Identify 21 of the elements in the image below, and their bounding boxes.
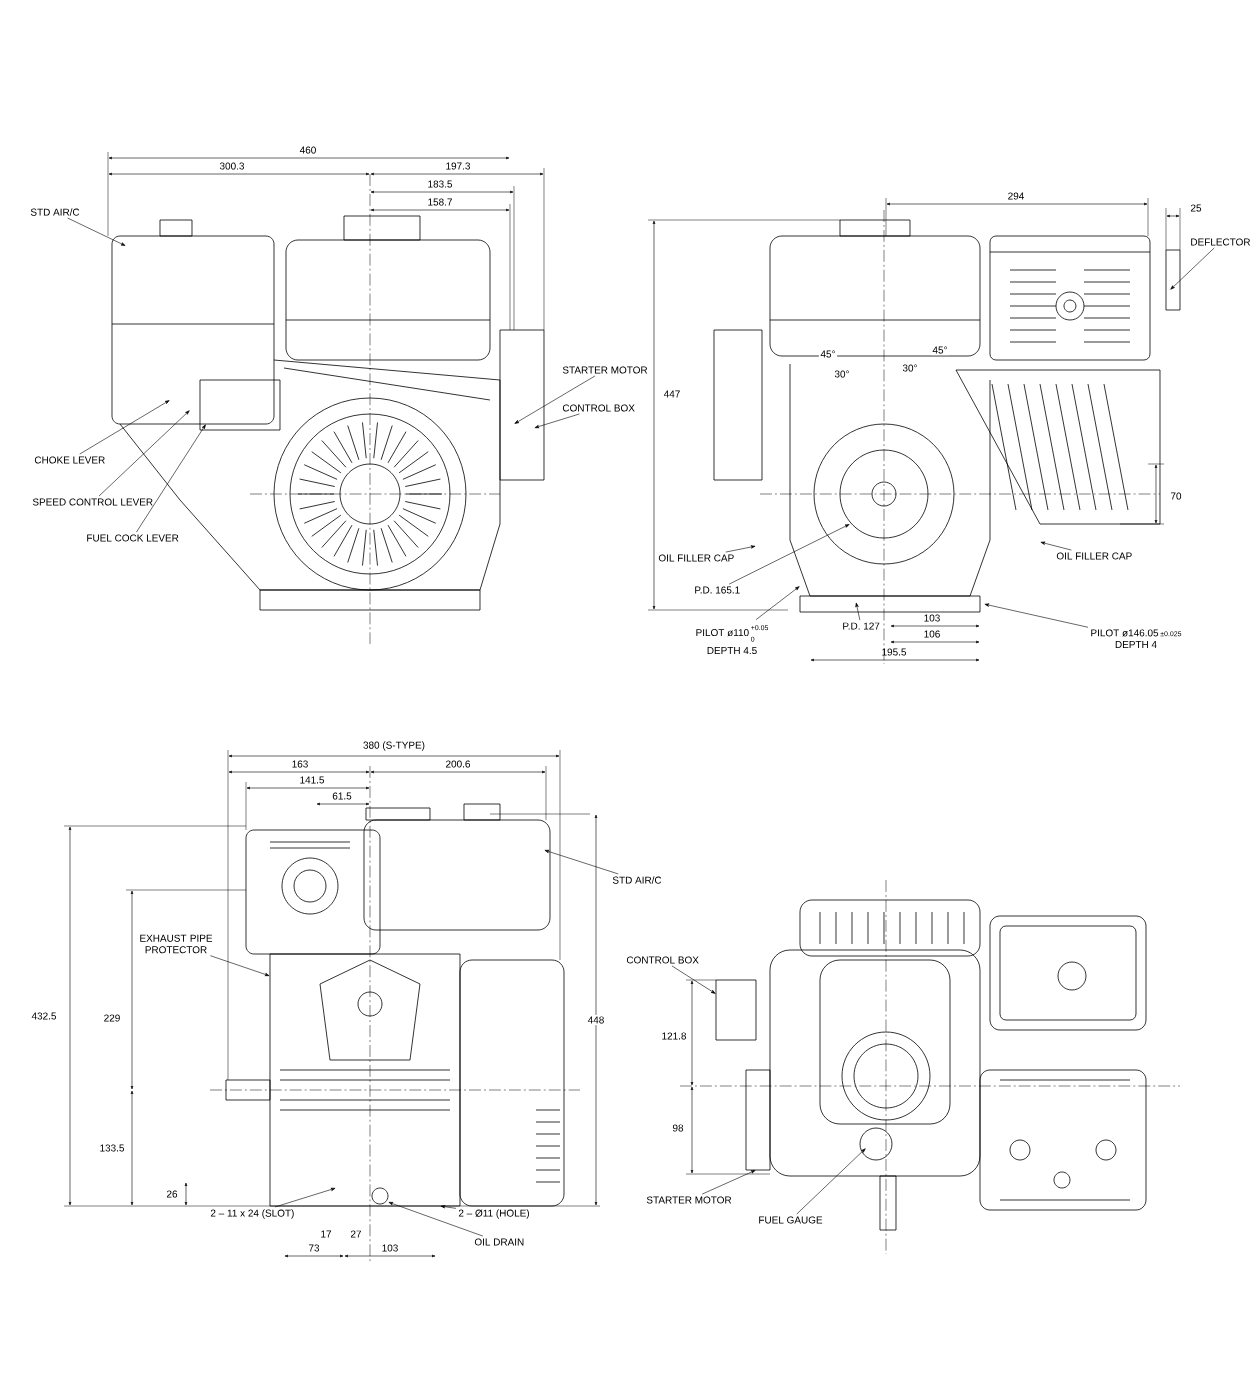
leader-line [210, 955, 270, 976]
leader-line [728, 524, 850, 585]
leader-line [671, 965, 716, 994]
leader-line [534, 413, 580, 429]
leader-line [79, 400, 170, 455]
leader-line [701, 1170, 756, 1195]
leader-line [98, 410, 190, 497]
leader-line [796, 1148, 866, 1215]
leader-line [388, 1202, 484, 1237]
leader-line [274, 1187, 336, 1208]
leader-line [725, 545, 756, 553]
leader-line [755, 586, 800, 620]
leader-line [984, 603, 1089, 628]
leader-line [1170, 247, 1215, 290]
leader-line [855, 602, 861, 621]
leader-line [514, 375, 596, 424]
leader-line [544, 849, 619, 875]
leader-line [440, 1205, 457, 1209]
leader-line [136, 424, 206, 533]
leader-line [67, 217, 126, 246]
leader-line [1040, 541, 1072, 551]
